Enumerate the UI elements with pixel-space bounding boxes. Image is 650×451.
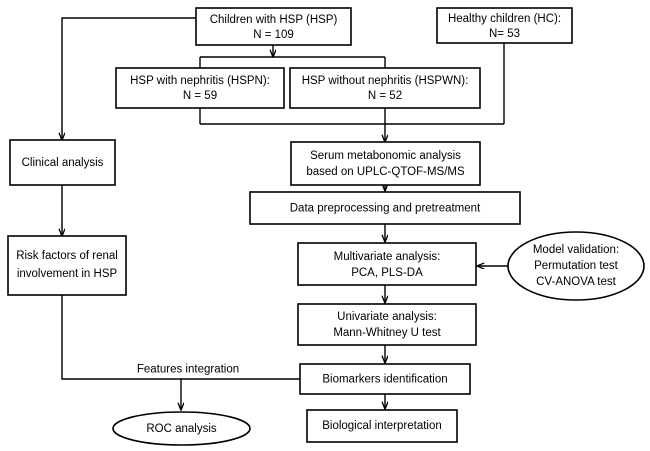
- node-model-validation[interactable]: Model validation: Permutation test CV-AN…: [507, 231, 645, 301]
- node-multivariate-line2: PCA, PLS-DA: [351, 267, 423, 279]
- node-clinical-analysis[interactable]: Clinical analysis: [9, 139, 116, 186]
- features-integration-text: Features integration: [137, 364, 239, 376]
- node-risk-factors-line1: Risk factors of renal: [16, 250, 118, 262]
- node-multivariate-analysis[interactable]: Multivariate analysis: PCA, PLS-DA: [297, 242, 477, 286]
- node-healthy-children[interactable]: Healthy children (HC): N= 53: [436, 7, 573, 44]
- node-hspn-line2: N = 59: [183, 90, 217, 102]
- node-clinical-analysis-line1: Clinical analysis: [22, 157, 104, 169]
- node-biomarkers-line1: Biomarkers identification: [322, 374, 447, 386]
- node-serum-metabonomic-line1: Serum metabonomic analysis: [310, 150, 461, 162]
- node-biomarkers-identification[interactable]: Biomarkers identification: [299, 363, 471, 395]
- node-serum-metabonomic-line2: based on UPLC-QTOF-MS/MS: [306, 166, 465, 178]
- node-univariate-line2: Mann-Whitney U test: [333, 327, 441, 339]
- node-hspwn-line2: N = 52: [368, 90, 402, 102]
- node-serum-metabonomic[interactable]: Serum metabonomic analysis based on UPLC…: [290, 141, 481, 186]
- connector-hsp-to-clinical: [62, 17, 196, 140]
- node-hsp-cohort[interactable]: Children with HSP (HSP) N = 109: [195, 7, 352, 46]
- node-risk-factors[interactable]: Risk factors of renal involvement in HSP: [7, 235, 127, 296]
- node-univariate-analysis[interactable]: Univariate analysis: Mann-Whitney U test: [297, 303, 477, 346]
- node-biological-interpretation[interactable]: Biological interpretation: [306, 409, 458, 443]
- node-healthy-children-line2: N= 53: [489, 28, 520, 40]
- node-hsp-cohort-line1: Children with HSP (HSP): [210, 14, 338, 26]
- node-univariate-line1: Univariate analysis:: [337, 311, 437, 323]
- node-hspn-line1: HSP with nephritis (HSPN):: [130, 75, 270, 87]
- node-model-validation-line2: Permutation test: [534, 260, 619, 272]
- node-hspwn[interactable]: HSP without nephritis (HSPWN): N = 52: [289, 67, 481, 109]
- node-roc-analysis[interactable]: ROC analysis: [112, 411, 251, 446]
- node-multivariate-line1: Multivariate analysis:: [334, 251, 441, 263]
- connector-hsp-split: [199, 45, 386, 68]
- node-healthy-children-line1: Healthy children (HC):: [448, 13, 561, 25]
- edge-label-features-integration: Features integration: [124, 362, 252, 377]
- node-hspwn-line1: HSP without nephritis (HSPWN):: [302, 75, 469, 87]
- node-data-preprocessing-line1: Data preprocessing and pretreatment: [290, 203, 481, 215]
- node-biological-interpretation-line1: Biological interpretation: [322, 420, 442, 432]
- node-hsp-cohort-line2: N = 109: [253, 29, 294, 41]
- connector-risk-to-biomarkers: [61, 295, 300, 380]
- node-data-preprocessing[interactable]: Data preprocessing and pretreatment: [249, 191, 521, 225]
- node-model-validation-line1: Model validation:: [533, 244, 619, 256]
- node-roc-analysis-line1: ROC analysis: [146, 423, 217, 435]
- node-hspn[interactable]: HSP with nephritis (HSPN): N = 59: [115, 67, 285, 109]
- connector-groups-to-serum: [199, 108, 504, 142]
- node-risk-factors-line2: involvement in HSP: [17, 268, 118, 280]
- node-model-validation-line3: CV-ANOVA test: [536, 276, 616, 288]
